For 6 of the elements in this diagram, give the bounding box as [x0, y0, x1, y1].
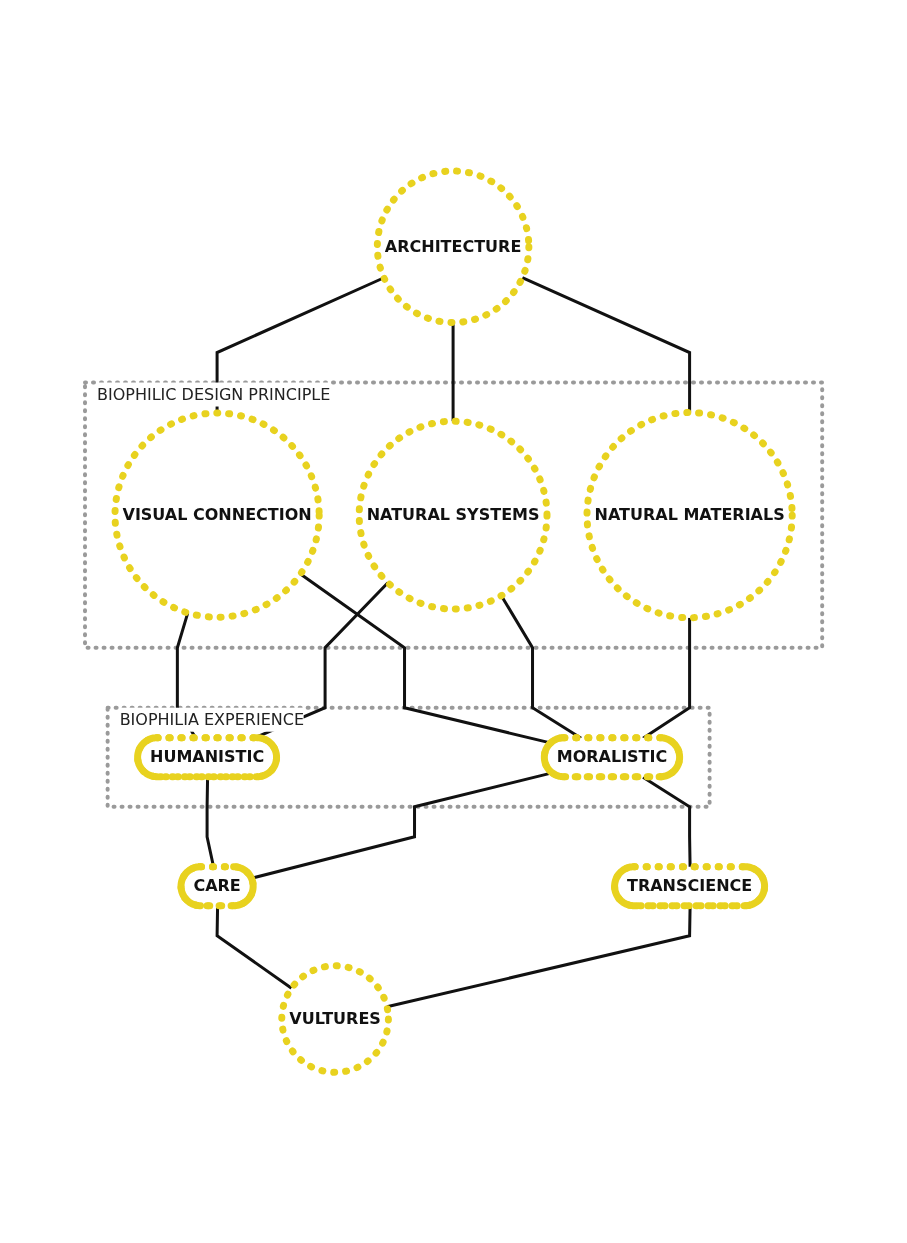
node-circle: VISUAL CONNECTION	[111, 409, 323, 621]
node-circle: NATURAL MATERIALS	[583, 408, 796, 622]
node-circle: VULTURES	[278, 962, 392, 1076]
connector	[451, 322, 455, 422]
node-circle: NATURAL SYSTEMS	[355, 417, 551, 613]
node-circle: ARCHITECTURE	[373, 167, 533, 326]
